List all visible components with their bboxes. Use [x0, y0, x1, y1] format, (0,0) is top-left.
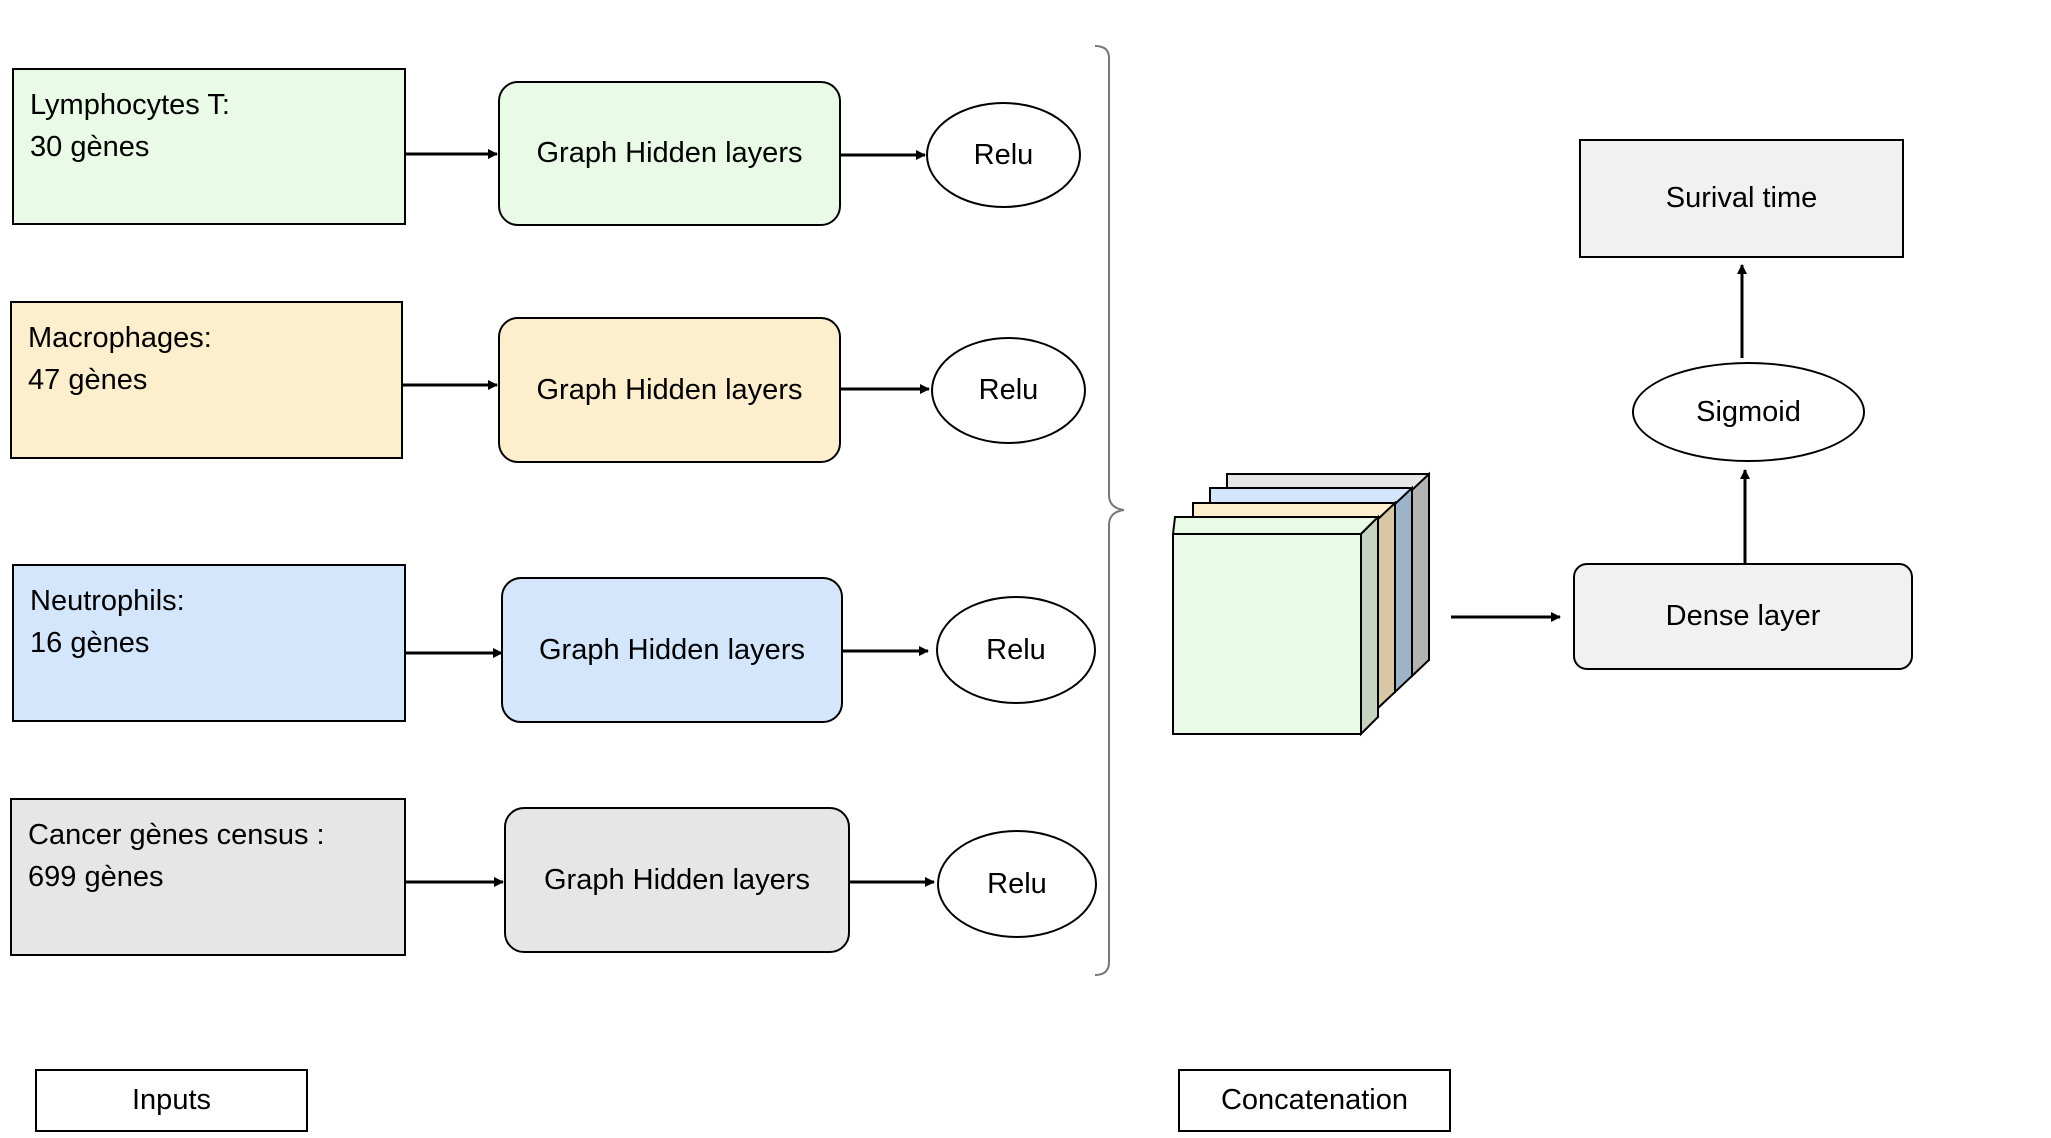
- relu-activation-4: Relu: [937, 830, 1097, 938]
- relu-activation-1: Relu: [926, 102, 1081, 208]
- input-box-neutrophils: Neutrophils: 16 gènes: [12, 564, 406, 722]
- dense-layer: Dense layer: [1573, 563, 1913, 670]
- relu-activation-3: Relu: [936, 596, 1096, 704]
- sigmoid-activation: Sigmoid: [1632, 362, 1865, 462]
- input-title: Lymphocytes T:: [30, 89, 230, 121]
- input-box-macrophages: Macrophages: 47 gènes: [10, 301, 403, 459]
- concatenation-section-label: Concatenation: [1178, 1069, 1451, 1132]
- input-title: Cancer gènes census :: [28, 819, 325, 851]
- input-title: Neutrophils:: [30, 585, 185, 617]
- cube-layer-green: [1171, 514, 1381, 737]
- input-gene-count: 47 gènes: [28, 364, 148, 396]
- input-title: Macrophages:: [28, 322, 212, 354]
- concatenation-brace: [1094, 45, 1125, 976]
- input-box-cancer-genes-census: Cancer gènes census : 699 gènes: [10, 798, 406, 956]
- input-gene-count: 30 gènes: [30, 131, 150, 163]
- concatenated-feature-stack: [1171, 471, 1430, 737]
- input-gene-count: 16 gènes: [30, 627, 150, 659]
- input-gene-count: 699 gènes: [28, 861, 164, 893]
- input-box-lymphocytes: Lymphocytes T: 30 gènes: [12, 68, 406, 225]
- graph-hidden-layers-3: Graph Hidden layers: [501, 577, 843, 723]
- graph-hidden-layers-1: Graph Hidden layers: [498, 81, 841, 226]
- relu-activation-2: Relu: [931, 337, 1086, 444]
- survival-time-output: Surival time: [1579, 139, 1904, 258]
- graph-hidden-layers-4: Graph Hidden layers: [504, 807, 850, 953]
- graph-hidden-layers-2: Graph Hidden layers: [498, 317, 841, 463]
- inputs-section-label: Inputs: [35, 1069, 308, 1132]
